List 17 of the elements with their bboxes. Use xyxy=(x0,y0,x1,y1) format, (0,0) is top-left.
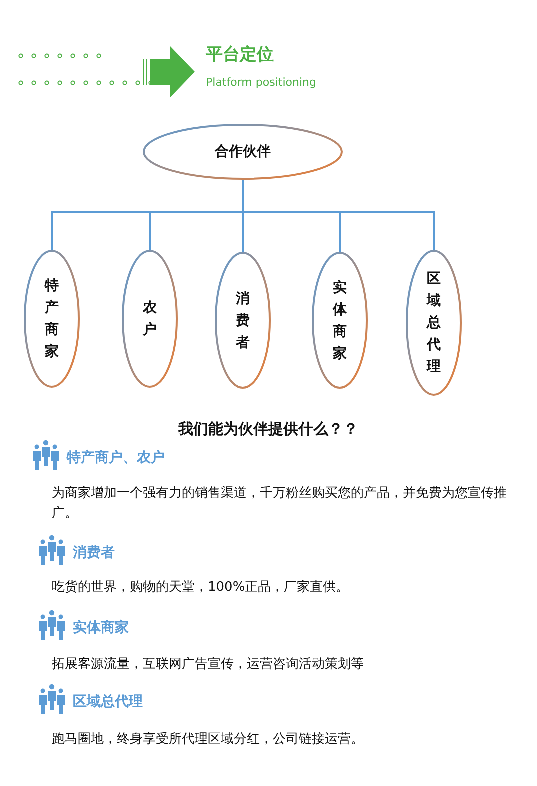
title: 平台定位 xyxy=(206,44,274,66)
description: 吃货的世界，购物的天堂，100%正品，厂家直供。 xyxy=(52,579,350,597)
section-heading: 我们能为伙伴提供什么？？ xyxy=(177,420,360,439)
partner-ellipse: 农户 xyxy=(122,250,178,388)
description: 为商家增加一个强有力的销售渠道，千万粉丝购买您的产品，并免费为您宣传推广。 xyxy=(52,485,508,523)
description: 拓展客源流量，互联网广告宣传，运营咨询活动策划等 xyxy=(52,656,365,674)
group-heading: 特产商户、农户 xyxy=(67,449,165,467)
group-heading: 区域总代理 xyxy=(73,693,143,711)
partner-ellipse: 合作伙伴 xyxy=(143,124,343,180)
subtitle: Platform positioning xyxy=(206,76,316,89)
partner-ellipse: 特产商家 xyxy=(24,250,80,388)
group-heading: 消费者 xyxy=(73,544,115,562)
description: 跑马圈地，终身享受所代理区域分红，公司链接运营。 xyxy=(52,731,365,749)
partner-ellipse: 消费者 xyxy=(215,252,271,389)
group-heading: 实体商家 xyxy=(73,619,129,637)
partner-ellipse: 实体商家 xyxy=(312,252,368,389)
partner-ellipse: 区域总代理 xyxy=(406,250,462,396)
